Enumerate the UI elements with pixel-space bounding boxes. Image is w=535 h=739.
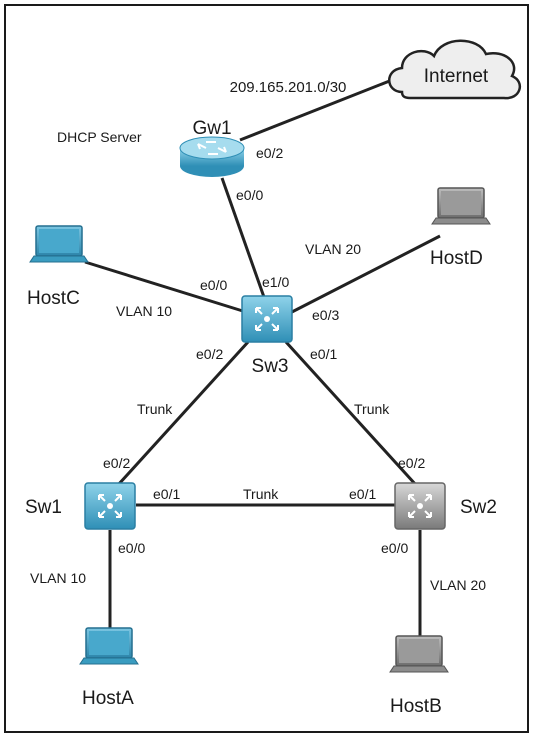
- internet-label: Internet: [424, 66, 489, 87]
- sw2-port-e01: e0/1: [349, 486, 376, 502]
- sw3-port-e03: e0/3: [312, 307, 339, 323]
- sw2-port-e00: e0/0: [381, 540, 408, 556]
- hostd-vlan-label: VLAN 20: [305, 241, 361, 257]
- laptop-icon: [79, 627, 139, 665]
- hostd-label: HostD: [430, 248, 483, 269]
- trunk-label-sw3-sw1: Trunk: [137, 401, 173, 417]
- laptop-icon: [431, 187, 491, 225]
- link-gw1-internet: [239, 78, 393, 142]
- switch-icon: [84, 482, 136, 530]
- dhcp-server-label: DHCP Server: [57, 129, 142, 145]
- switch-icon: [394, 482, 446, 530]
- laptop-icon: [29, 225, 89, 263]
- diagram-frame: [4, 4, 529, 733]
- hostb-vlan-label: VLAN 20: [430, 577, 486, 593]
- sw3-port-e00: e0/0: [200, 277, 227, 293]
- hostb-label: HostB: [390, 696, 442, 717]
- sw2-port-e02: e0/2: [398, 455, 425, 471]
- router-icon: [179, 136, 245, 177]
- hosta-label: HostA: [82, 688, 134, 709]
- sw3-label: Sw3: [252, 356, 289, 377]
- link-hostd-sw3: [287, 234, 441, 316]
- hostc-label: HostC: [27, 288, 80, 309]
- hostc-vlan-label: VLAN 10: [116, 303, 172, 319]
- sw1-port-e02: e0/2: [103, 455, 130, 471]
- sw3-port-e01: e0/1: [310, 346, 337, 362]
- hosta-vlan-label: VLAN 10: [30, 570, 86, 586]
- gw1-port-e00: e0/0: [236, 187, 263, 203]
- subnet-label: 209.165.201.0/30: [230, 79, 347, 96]
- trunk-label-sw3-sw2: Trunk: [354, 401, 390, 417]
- link-gw1-sw3: [220, 177, 267, 301]
- sw1-port-e00: e0/0: [118, 540, 145, 556]
- link-hostc-sw3: [84, 260, 247, 314]
- sw1-label: Sw1: [25, 497, 62, 518]
- gw1-port-e02: e0/2: [256, 145, 283, 161]
- sw2-label: Sw2: [460, 497, 497, 518]
- internet-cloud-icon: [388, 39, 522, 100]
- link-sw3-sw1: [116, 340, 250, 487]
- sw1-port-e01: e0/1: [153, 486, 180, 502]
- laptop-icon: [389, 635, 449, 673]
- switch-icon: [241, 295, 293, 343]
- link-sw3-sw2: [284, 340, 418, 487]
- sw3-port-e02: e0/2: [196, 346, 223, 362]
- trunk-label-sw1-sw2: Trunk: [243, 486, 279, 502]
- sw3-port-e10: e1/0: [262, 274, 289, 290]
- gw1-label: Gw1: [192, 118, 231, 139]
